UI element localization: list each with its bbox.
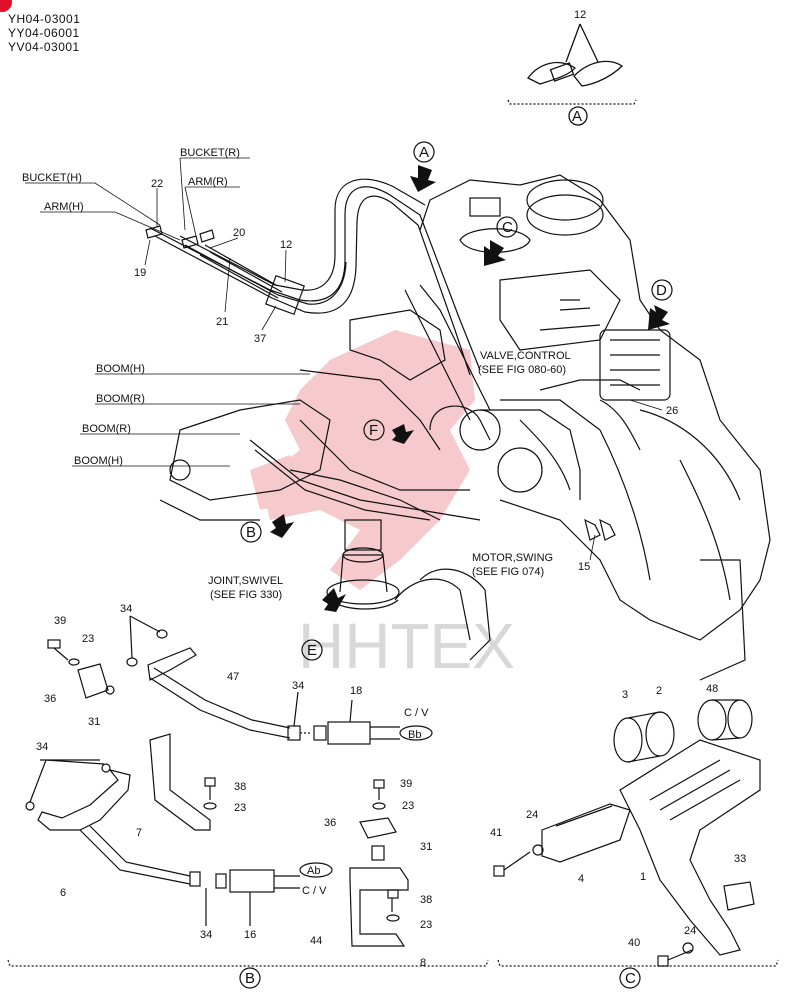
port-label: C / V bbox=[302, 885, 327, 897]
arrow-f-icon bbox=[392, 424, 414, 444]
part-number: 47 bbox=[227, 671, 239, 683]
arrow-b-icon bbox=[270, 514, 294, 538]
part-number: 48 bbox=[706, 683, 718, 695]
hose-label: BOOM(H) bbox=[96, 363, 145, 375]
part-number: 7 bbox=[136, 827, 142, 839]
corner-marker bbox=[0, 0, 12, 12]
part-number: 19 bbox=[134, 267, 146, 279]
hose-label: BOOM(H) bbox=[74, 455, 123, 467]
part-number: 1 bbox=[640, 871, 646, 883]
part-number: 36 bbox=[324, 817, 336, 829]
component-reference: (SEE FIG 080-60) bbox=[478, 364, 566, 376]
part-number: 39 bbox=[54, 615, 66, 627]
part-number: 3 bbox=[622, 689, 628, 701]
port-label: C / V bbox=[404, 707, 429, 719]
view-marker-b: B bbox=[246, 524, 256, 541]
part-number: 34 bbox=[292, 680, 304, 692]
part-number: 8 bbox=[420, 957, 426, 969]
component-reference: (SEE FIG 074) bbox=[472, 566, 544, 578]
part-number: 2 bbox=[656, 685, 662, 697]
hose-label: BUCKET(R) bbox=[180, 147, 240, 159]
swing-motor-area bbox=[394, 568, 491, 661]
part-number: 40 bbox=[628, 937, 640, 949]
part-number: 33 bbox=[734, 853, 746, 865]
part-number: 31 bbox=[420, 841, 432, 853]
part-number: 34 bbox=[200, 929, 212, 941]
view-marker-c: C bbox=[625, 970, 636, 987]
view-marker-f: F bbox=[369, 422, 378, 439]
view-a-inset bbox=[507, 23, 637, 126]
arrow-c-icon bbox=[484, 240, 506, 266]
view-circles bbox=[240, 141, 673, 661]
arrow-e-icon bbox=[322, 588, 346, 612]
port-label: Bb bbox=[408, 729, 421, 741]
part-number: 26 bbox=[666, 405, 678, 417]
part-number: 37 bbox=[254, 333, 266, 345]
part-number: 23 bbox=[82, 633, 94, 645]
hose-label: BOOM(R) bbox=[82, 423, 131, 435]
view-marker-c: C bbox=[502, 219, 513, 236]
hose-label: BOOM(R) bbox=[96, 393, 145, 405]
view-arrows bbox=[270, 165, 670, 612]
part-number: 21 bbox=[216, 316, 228, 328]
part-number: 34 bbox=[120, 603, 132, 615]
part-number: 44 bbox=[310, 935, 322, 947]
component-reference: (SEE FIG 330) bbox=[210, 589, 282, 601]
part-number: 15 bbox=[578, 561, 590, 573]
view-marker-e: E bbox=[307, 642, 317, 659]
hose-label: BUCKET(H) bbox=[22, 172, 82, 184]
part-code: YY04-06001 bbox=[8, 26, 80, 40]
leader-lines bbox=[25, 157, 663, 561]
view-marker-d: D bbox=[656, 282, 667, 299]
hose-label: ARM(H) bbox=[44, 201, 84, 213]
part-number: 18 bbox=[350, 685, 362, 697]
part-number: 6 bbox=[60, 887, 66, 899]
part-number: 23 bbox=[402, 800, 414, 812]
part-number: 38 bbox=[420, 894, 432, 906]
view-marker-a: A bbox=[572, 108, 582, 125]
part-number: 23 bbox=[420, 919, 432, 931]
watermark-emblem bbox=[250, 330, 475, 590]
view-b-detail bbox=[7, 615, 489, 989]
part-number: 39 bbox=[400, 778, 412, 790]
part-number: 4 bbox=[578, 873, 584, 885]
part-code: YH04-03001 bbox=[8, 12, 81, 26]
part-code: YV04-03001 bbox=[8, 40, 80, 54]
part-number: 36 bbox=[44, 693, 56, 705]
part-number: 12 bbox=[574, 9, 586, 21]
part-number: 20 bbox=[233, 227, 245, 239]
part-number: 38 bbox=[234, 781, 246, 793]
part-number: 41 bbox=[490, 827, 502, 839]
component-label: JOINT,SWIVEL bbox=[208, 575, 283, 587]
hose-bundle bbox=[145, 178, 481, 376]
part-number: 23 bbox=[234, 802, 246, 814]
port-label: Ab bbox=[307, 865, 320, 877]
arrow-d-icon bbox=[648, 305, 670, 330]
part-number: 24 bbox=[526, 809, 538, 821]
view-marker-a: A bbox=[419, 144, 429, 161]
component-label: VALVE,CONTROL bbox=[480, 350, 571, 362]
engine-assembly bbox=[419, 174, 771, 681]
arrow-a-icon bbox=[410, 165, 436, 192]
part-number: 12 bbox=[280, 239, 292, 251]
component-label: MOTOR,SWING bbox=[472, 552, 553, 564]
part-number: 16 bbox=[244, 929, 256, 941]
view-marker-b: B bbox=[245, 970, 255, 987]
part-number: 31 bbox=[88, 716, 100, 728]
part-code-list: YH04-03001 YY04-06001 YV04-03001 bbox=[8, 12, 80, 54]
view-c-detail bbox=[493, 699, 779, 989]
hose-label: ARM(R) bbox=[188, 176, 228, 188]
part-number: 34 bbox=[36, 741, 48, 753]
part-number: 24 bbox=[684, 925, 696, 937]
watermark-text: HHTEX bbox=[298, 610, 515, 682]
part-number: 22 bbox=[151, 178, 163, 190]
lower-hoses bbox=[249, 379, 641, 541]
